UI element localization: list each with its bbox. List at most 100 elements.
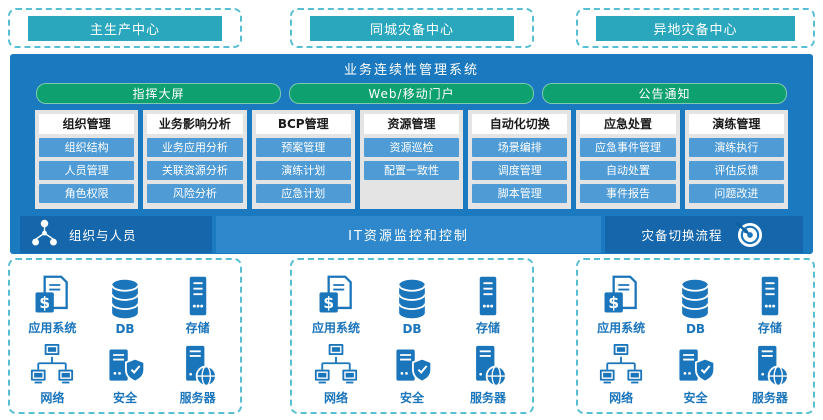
server-icon [748, 344, 792, 388]
panel-footer: 组织与人员 IT资源监控和控制 灾备切换流程 [20, 216, 803, 253]
module-title: 演练管理 [688, 114, 784, 134]
infra-item-app-system: 应用系统 [584, 270, 658, 336]
module-organization: 组织管理 组织结构 人员管理 角色权限 [35, 110, 139, 209]
infra-item-security: 安全 [89, 340, 162, 406]
module-item: 问题改进 [688, 184, 784, 203]
infra-label: 安全 [399, 391, 424, 405]
infra-label: 服务器 [179, 391, 216, 405]
module-item: 角色权限 [39, 184, 135, 203]
app-system-icon [314, 274, 358, 318]
infra-label: 应用系统 [28, 321, 77, 335]
target-icon [733, 218, 767, 252]
module-item: 应急计划 [255, 184, 351, 203]
module-item: 脚本管理 [472, 184, 568, 203]
module-item: 预案管理 [255, 138, 351, 157]
module-auto-switch: 自动化切换 场景编排 调度管理 脚本管理 [468, 110, 572, 209]
module-item: 场景编排 [472, 138, 568, 157]
infra-label: 应用系统 [597, 321, 646, 335]
infra-item-storage: 存储 [733, 270, 807, 336]
same-city-dr-center-label: 同城灾备中心 [310, 15, 514, 41]
infra-item-server: 服务器 [161, 340, 234, 406]
infra-item-server: 服务器 [733, 340, 807, 406]
module-item: 业务应用分析 [147, 138, 243, 157]
it-monitor-label: IT资源监控和控制 [348, 229, 469, 244]
database-icon [103, 277, 147, 321]
infra-item-database: DB [89, 270, 162, 336]
infra-box-remote-dr: 应用系统 DB 存储 网络 安全 服务器 [576, 258, 815, 414]
infra-label: DB [685, 322, 706, 336]
module-item: 演练执行 [688, 138, 784, 157]
infra-item-network: 网络 [16, 340, 89, 406]
module-item: 事件报告 [580, 184, 676, 203]
infra-label: 存储 [757, 321, 782, 335]
module-row: 组织管理 组织结构 人员管理 角色权限 业务影响分析 业务应用分析 关联资源分析… [35, 110, 788, 209]
infra-item-security: 安全 [658, 340, 732, 406]
infra-item-database: DB [658, 270, 732, 336]
server-icon [466, 344, 510, 388]
org-people-icon [28, 218, 61, 251]
module-title: 应急处置 [580, 114, 676, 134]
same-city-dr-center-box: 同城灾备中心 [290, 8, 534, 48]
infra-item-app-system: 应用系统 [16, 270, 89, 336]
infra-label: 安全 [683, 391, 708, 405]
storage-icon [176, 274, 220, 318]
portal-announcement: 公告通知 [542, 83, 787, 104]
dr-switch-section: 灾备切换流程 [605, 216, 803, 253]
infra-label: 应用系统 [311, 321, 360, 335]
dr-switch-label: 灾备切换流程 [641, 228, 723, 243]
main-production-center-label: 主生产中心 [28, 15, 222, 41]
module-item: 评估反馈 [688, 161, 784, 180]
network-icon [599, 344, 643, 388]
app-system-icon [599, 274, 643, 318]
database-icon [390, 277, 434, 321]
org-people-label: 组织与人员 [69, 228, 137, 243]
module-title: BCP管理 [255, 114, 351, 134]
org-people-section: 组织与人员 [20, 216, 212, 253]
module-item: 应急事件管理 [580, 138, 676, 157]
infra-item-security: 安全 [374, 340, 450, 406]
it-monitor-section: IT资源监控和控制 [216, 216, 601, 253]
module-title: 资源管理 [363, 114, 460, 134]
infra-label: 网络 [609, 391, 634, 405]
infra-box-same-city-dr: 应用系统 DB 存储 网络 安全 服务器 [290, 258, 534, 414]
module-drill: 演练管理 演练执行 评估反馈 问题改进 [684, 110, 788, 209]
storage-icon [466, 274, 510, 318]
storage-icon [748, 274, 792, 318]
module-title: 业务影响分析 [147, 114, 243, 134]
system-title: 业务连续性管理系统 [343, 63, 479, 78]
infra-label: 存储 [185, 321, 210, 335]
app-system-icon [30, 274, 74, 318]
infra-item-storage: 存储 [450, 270, 526, 336]
infra-label: 安全 [112, 391, 137, 405]
module-resource: 资源管理 资源巡检 配置一致性 [359, 110, 464, 209]
main-production-center-box: 主生产中心 [8, 8, 242, 48]
module-item: 自动处置 [580, 161, 676, 180]
module-bcp: BCP管理 预案管理 演练计划 应急计划 [251, 110, 355, 209]
infra-item-app-system: 应用系统 [298, 270, 374, 336]
bcm-system-panel: 业务连续性管理系统 指挥大屏 Web/移动门户 公告通知 组织管理 组织结构 人… [10, 54, 813, 254]
server-icon [176, 344, 220, 388]
module-emergency: 应急处置 应急事件管理 自动处置 事件报告 [576, 110, 680, 209]
infra-item-network: 网络 [584, 340, 658, 406]
module-item: 配置一致性 [363, 161, 460, 180]
database-icon [673, 277, 717, 321]
module-item: 人员管理 [39, 161, 135, 180]
remote-dr-center-label: 异地灾备中心 [596, 15, 795, 41]
portal-command-screen: 指挥大屏 [36, 83, 281, 104]
module-item: 资源巡检 [363, 138, 460, 157]
security-icon [103, 344, 147, 388]
module-business-impact: 业务影响分析 业务应用分析 关联资源分析 风险分析 [143, 110, 247, 209]
module-item: 风险分析 [147, 184, 243, 203]
infra-item-storage: 存储 [161, 270, 234, 336]
module-title: 组织管理 [39, 114, 135, 134]
module-item: 调度管理 [472, 161, 568, 180]
module-item: 组织结构 [39, 138, 135, 157]
infra-label: 网络 [40, 391, 65, 405]
infra-item-network: 网络 [298, 340, 374, 406]
portal-web-mobile: Web/移动门户 [289, 83, 534, 104]
infra-box-main-production: 应用系统 DB 存储 网络 安全 服务器 [8, 258, 242, 414]
module-title: 自动化切换 [472, 114, 568, 134]
portal-row: 指挥大屏 Web/移动门户 公告通知 [36, 83, 787, 104]
infra-label: 网络 [323, 391, 348, 405]
